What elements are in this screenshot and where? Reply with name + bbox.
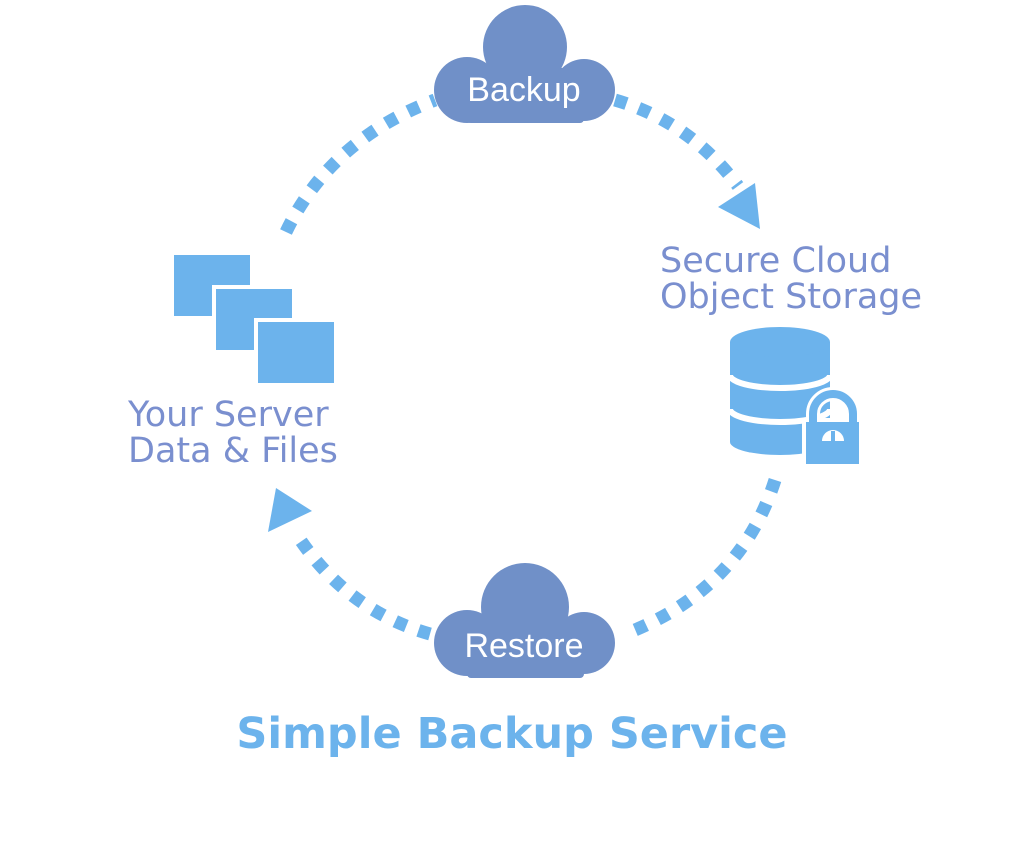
storage-label-line: Secure Cloud bbox=[660, 241, 892, 281]
server-label-line: Your Server bbox=[128, 395, 329, 435]
stacked-files-icon bbox=[170, 251, 338, 387]
cloud-icon bbox=[434, 563, 615, 678]
diagram-title: Simple Backup Service bbox=[236, 709, 788, 759]
flow-arc-top-right bbox=[613, 93, 744, 190]
arrow-head-icon bbox=[718, 183, 760, 229]
server-label: Your Server Data & Files bbox=[128, 397, 338, 469]
cloud-backup: Backup bbox=[434, 5, 615, 123]
lock-icon bbox=[802, 387, 862, 468]
locked-database-icon bbox=[727, 327, 862, 468]
storage-label: Secure Cloud Object Storage bbox=[660, 243, 922, 315]
flow-arc-bottom-left bbox=[289, 528, 432, 641]
cloud-restore-label: Restore bbox=[464, 627, 583, 665]
flow-arc-top-left bbox=[280, 93, 438, 235]
cloud-restore: Restore bbox=[434, 563, 615, 678]
storage-label-line: Object Storage bbox=[660, 277, 923, 317]
arrow-head-icon bbox=[268, 488, 312, 532]
cloud-icon bbox=[434, 5, 615, 123]
cloud-backup-label: Backup bbox=[467, 71, 580, 109]
server-label-line: Data & Files bbox=[128, 431, 338, 471]
flow-arc-bottom-right bbox=[622, 478, 782, 641]
